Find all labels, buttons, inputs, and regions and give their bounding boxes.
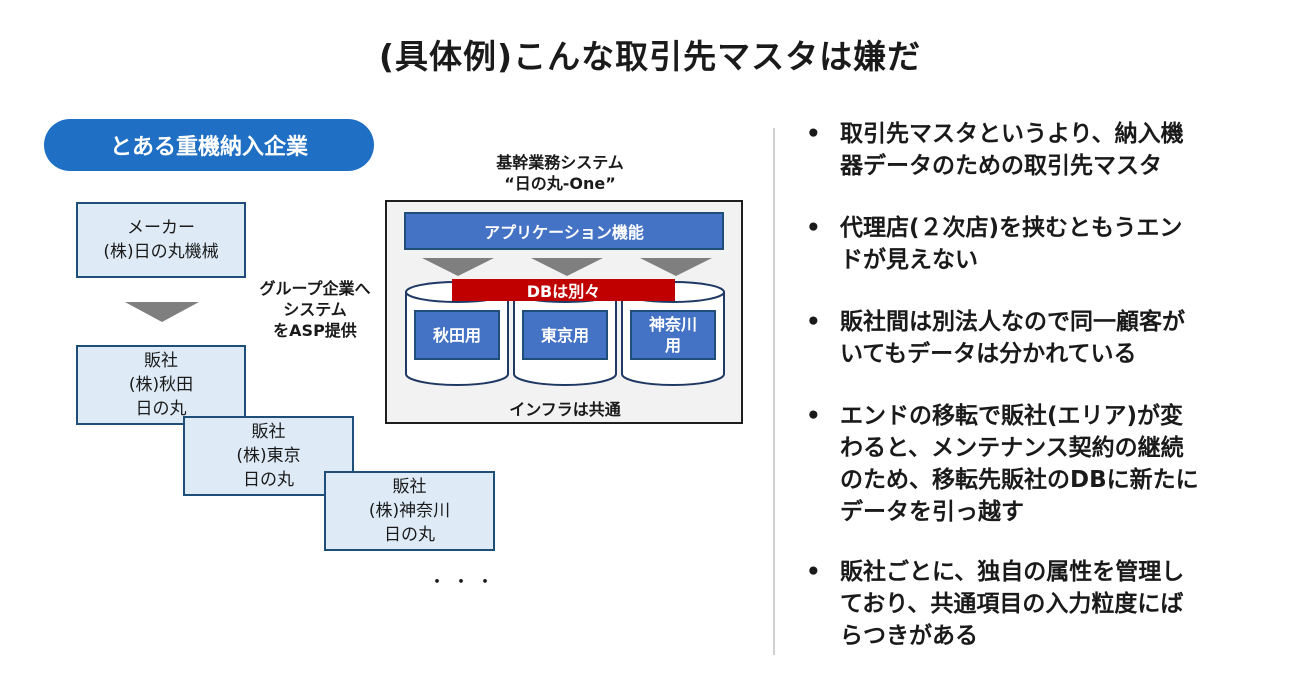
bullet-item: • 取引先マスタというより、納入機 器データのための取引先マスタ bbox=[806, 118, 1276, 182]
bullet-dot-icon: • bbox=[806, 559, 821, 585]
dealer-box-line: (株)神奈川 bbox=[368, 501, 451, 521]
down-arrow-icon bbox=[640, 258, 712, 276]
system-title-line: “日の丸-One” bbox=[504, 174, 616, 193]
bullet-line: らつきがある bbox=[840, 623, 978, 649]
bullet-item: • エンドの移転で販社(エリア)が変 わると、メンテナンス契約の継続 のため、移… bbox=[806, 400, 1276, 528]
database-label-text: 用 bbox=[664, 336, 681, 355]
down-arrow-icon bbox=[125, 302, 199, 322]
dealer-box-line: (株)秋田 bbox=[128, 375, 194, 395]
application-layer: アプリケーション機能 bbox=[404, 212, 724, 250]
bullet-item: • 販社間は別法人なので同一顧客が いてもデータは分かれている bbox=[806, 306, 1276, 370]
dealer-box-tokyo: 販社 (株)東京 日の丸 bbox=[183, 416, 354, 496]
database-label-text: 東京用 bbox=[540, 325, 589, 345]
database-label-text: 秋田用 bbox=[432, 325, 481, 345]
bullet-dot-icon: • bbox=[806, 121, 821, 147]
asp-label: グループ企業へ システム をASP提供 bbox=[244, 278, 386, 341]
maker-box: メーカー (株)日の丸機械 bbox=[76, 202, 246, 278]
database-label: 神奈川 用 bbox=[630, 310, 716, 360]
bullet-list: • 取引先マスタというより、納入機 器データのための取引先マスタ • 代理店(２… bbox=[806, 118, 1276, 652]
system-title: 基幹業務システム “日の丸-One” bbox=[440, 152, 680, 194]
company-label: とある重機納入企業 bbox=[44, 119, 374, 171]
bullet-line: 販社間は別法人なので同一顧客が bbox=[840, 309, 1185, 335]
database-label-text: 神奈川 bbox=[648, 315, 697, 334]
bullet-line: ドが見えない bbox=[840, 247, 978, 273]
vertical-divider bbox=[773, 128, 775, 655]
maker-box-line: (株)日の丸機械 bbox=[103, 242, 219, 262]
maker-box-line: メーカー bbox=[127, 218, 195, 238]
dealer-box-line: 日の丸 bbox=[135, 399, 187, 419]
bullet-line: のため、移転先販社のDBに新たに bbox=[840, 467, 1199, 493]
dealer-box-line: 日の丸 bbox=[243, 470, 294, 490]
dealer-box-kanagawa: 販社 (株)神奈川 日の丸 bbox=[324, 471, 495, 551]
system-title-line: 基幹業務システム bbox=[496, 153, 624, 172]
bullet-line: 代理店(２次店)を挟むともうエン bbox=[840, 215, 1183, 241]
asp-label-line: グループ企業へ bbox=[259, 279, 371, 298]
bullet-line: いてもデータは分かれている bbox=[840, 341, 1137, 367]
bullet-line: ており、共通項目の入力粒度にば bbox=[840, 591, 1184, 617]
ellipsis: ・・・ bbox=[428, 572, 500, 593]
database-label: 東京用 bbox=[522, 310, 608, 360]
down-arrow-icon bbox=[422, 258, 494, 276]
dealer-box-line: 販社 bbox=[251, 422, 286, 442]
asp-label-line: システム bbox=[283, 300, 347, 319]
bullet-line: 器データのための取引先マスタ bbox=[840, 153, 1162, 179]
dealer-box-line: 販社 bbox=[392, 477, 427, 497]
bullet-line: データを引っ越す bbox=[840, 499, 1024, 525]
dealer-box-akita: 販社 (株)秋田 日の丸 bbox=[76, 345, 246, 425]
bullet-item: • 代理店(２次店)を挟むともうエン ドが見えない bbox=[806, 212, 1276, 276]
database-label: 秋田用 bbox=[414, 310, 500, 360]
bullet-dot-icon: • bbox=[806, 403, 821, 429]
page-title: (具体例)こんな取引先マスタは嫌だ bbox=[378, 37, 922, 76]
bullet-line: エンドの移転で販社(エリア)が変 bbox=[840, 403, 1184, 429]
dealer-box-line: (株)東京 bbox=[236, 446, 301, 466]
asp-label-line: をASP提供 bbox=[273, 321, 357, 340]
bullet-item: • 販社ごとに、独自の属性を管理し ており、共通項目の入力粒度にば らつきがある bbox=[806, 556, 1276, 652]
bullet-dot-icon: • bbox=[806, 215, 821, 241]
db-separate-label: DBは別々 bbox=[452, 279, 675, 301]
bullet-line: 取引先マスタというより、納入機 bbox=[840, 121, 1184, 147]
bullet-dot-icon: • bbox=[806, 309, 821, 335]
dealer-box-line: 販社 bbox=[144, 351, 178, 371]
infra-label: インフラは共通 bbox=[509, 400, 621, 419]
down-arrow-icon bbox=[531, 258, 603, 276]
dealer-box-line: 日の丸 bbox=[384, 525, 435, 545]
bullet-line: わると、メンテナンス契約の継続 bbox=[840, 435, 1184, 461]
bullet-line: 販社ごとに、独自の属性を管理し bbox=[840, 559, 1185, 585]
